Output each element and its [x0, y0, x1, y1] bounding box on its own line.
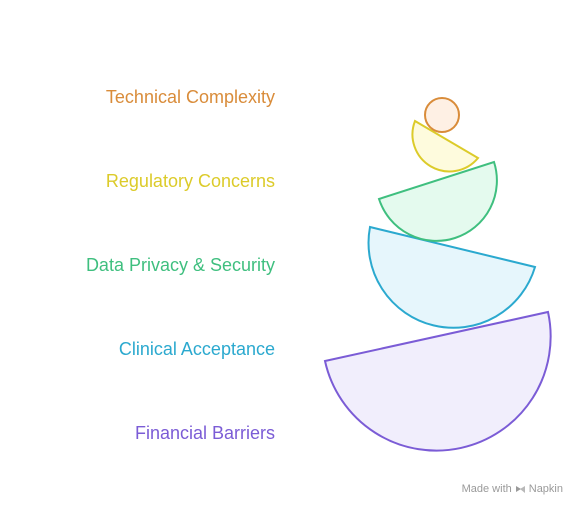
shape-financial-barriers	[323, 310, 552, 452]
label-technical-complexity: Technical Complexity	[105, 87, 275, 107]
shape-clinical-acceptance	[367, 225, 537, 329]
watermark-brand: Napkin	[528, 483, 563, 495]
shape-technical-complexity	[424, 97, 460, 133]
napkin-logo-icon	[515, 485, 525, 493]
napkin-watermark: Made with Napkin	[462, 483, 563, 495]
watermark-prefix: Made with	[461, 483, 512, 495]
label-clinical-acceptance: Clinical Acceptance	[118, 339, 275, 359]
shape-regulatory-concerns	[411, 119, 480, 173]
label-data-privacy-security: Data Privacy & Security	[85, 255, 275, 275]
label-regulatory-concerns: Regulatory Concerns	[105, 171, 275, 191]
label-financial-barriers: Financial Barriers	[134, 423, 275, 443]
shape-data-privacy-security	[377, 160, 498, 242]
